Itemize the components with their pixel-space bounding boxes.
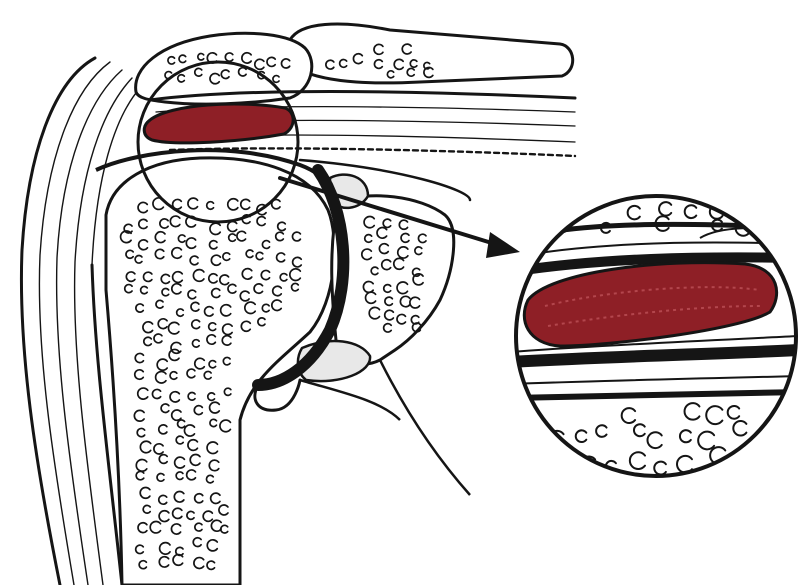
subacromial-bursa xyxy=(144,104,293,143)
stipple-mark xyxy=(560,204,569,214)
magnified-inset xyxy=(510,196,799,476)
stipple-mark xyxy=(753,460,763,471)
clavicle xyxy=(287,24,573,83)
stipple-mark xyxy=(529,425,543,441)
stipple-mark xyxy=(526,461,539,476)
stipple-mark xyxy=(727,456,742,472)
stipple-mark xyxy=(542,453,557,470)
